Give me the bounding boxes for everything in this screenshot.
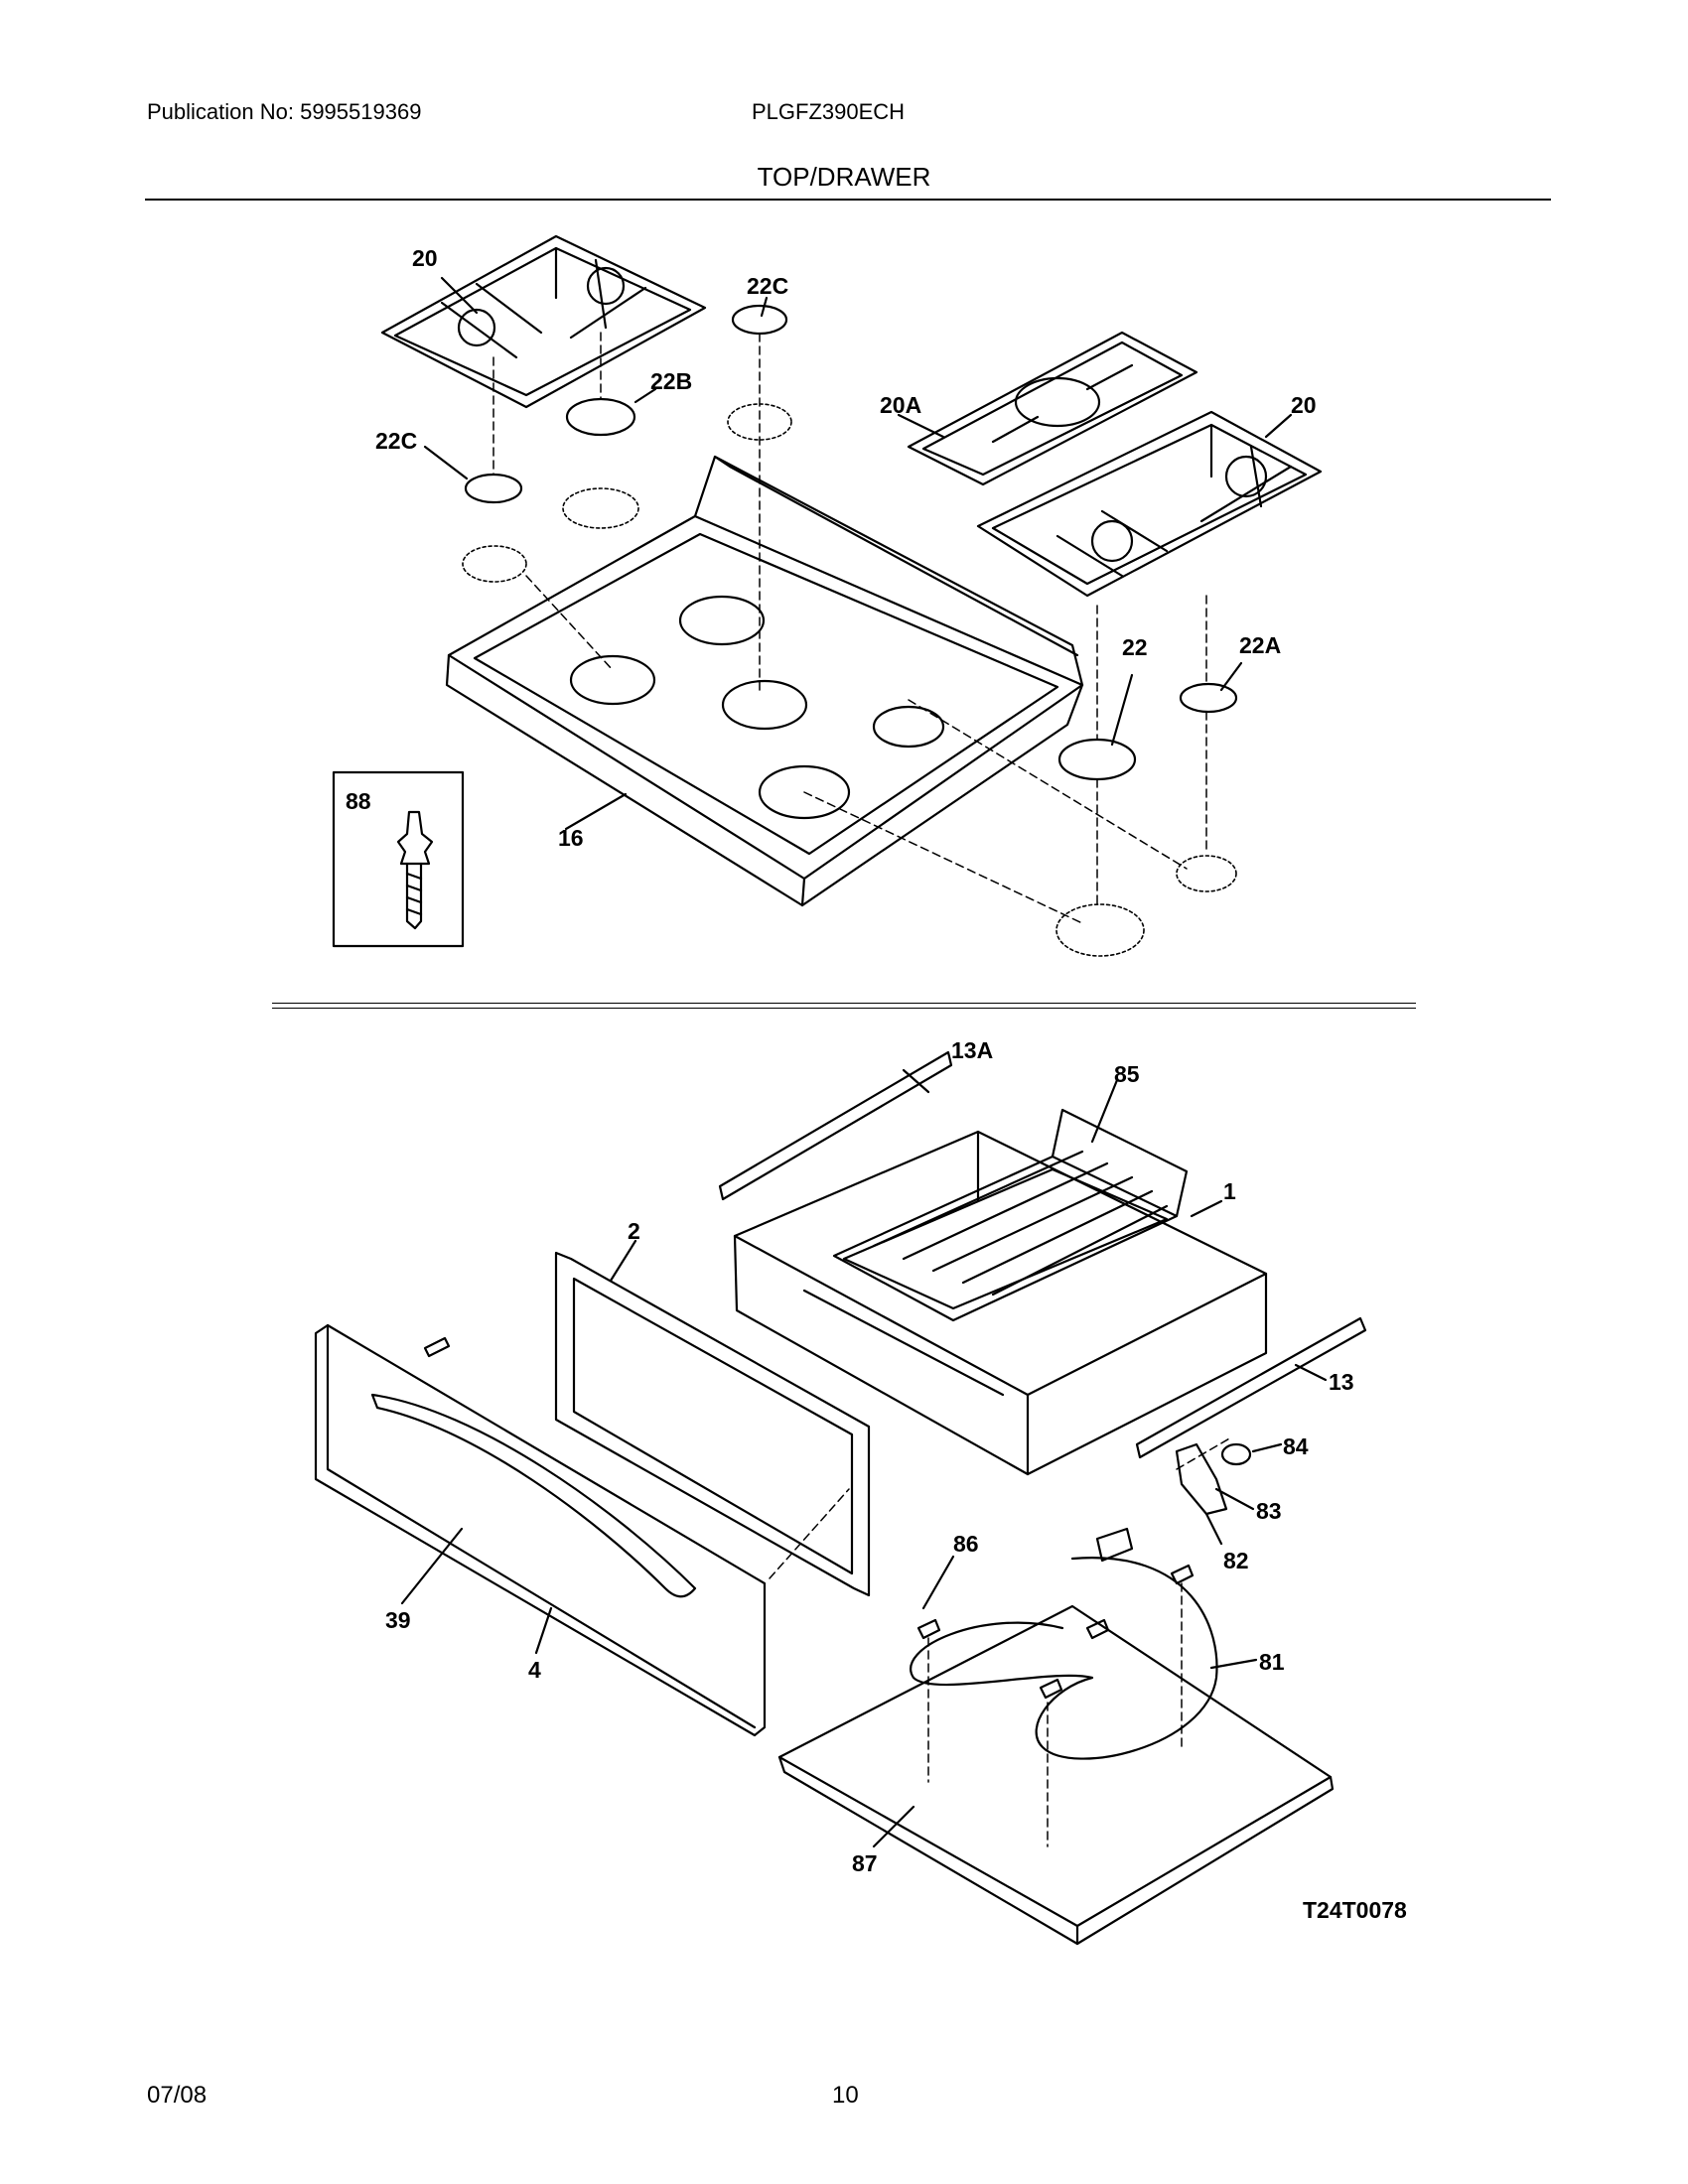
slide-13 [1135, 1316, 1367, 1459]
callout-85: 85 [1114, 1061, 1140, 1087]
callout-22B: 22B [650, 368, 692, 394]
grate-center [907, 331, 1198, 486]
footer-date: 07/08 [147, 2082, 208, 2109]
model-number: PLGFZ390ECH [752, 99, 906, 124]
drawer-body [733, 1130, 1268, 1476]
drawer-handle-39 [370, 1393, 697, 1598]
callout-87: 87 [852, 1850, 878, 1876]
figure-id: T24T0078 [1303, 1897, 1407, 1923]
callout-4: 4 [528, 1657, 541, 1683]
drawer-screw [423, 1336, 451, 1358]
callout-20-right: 20 [1291, 392, 1317, 418]
slide-13A [718, 1050, 953, 1201]
callout-22: 22 [1122, 634, 1148, 660]
callout-88: 88 [346, 788, 371, 814]
callout-20-left: 20 [412, 245, 438, 271]
header-rule [145, 199, 1551, 201]
inset-88-box [332, 770, 465, 948]
burner-cap-22C-rear [731, 304, 788, 336]
callout-39: 39 [385, 1607, 411, 1633]
switch-84 [1220, 1442, 1252, 1466]
heating-element-81 [910, 1557, 1218, 1760]
clip-86b [1085, 1618, 1110, 1640]
callout-20A: 20A [880, 392, 921, 418]
grate-right [976, 410, 1323, 598]
section-title: TOP/DRAWER [757, 162, 931, 192]
publication-number: Publication No: 5995519369 [147, 99, 422, 124]
clip-86d [1039, 1678, 1063, 1700]
callout-13A: 13A [951, 1037, 993, 1063]
burner-cap-22B [565, 397, 636, 437]
callout-2: 2 [628, 1218, 640, 1244]
drawer-front [314, 1323, 767, 1737]
bottom-panel [777, 1604, 1335, 1946]
callout-86: 86 [953, 1531, 979, 1557]
clip-86a [916, 1618, 941, 1640]
callout-82: 82 [1223, 1548, 1249, 1573]
cooktop [445, 455, 1084, 907]
callout-84: 84 [1283, 1433, 1309, 1459]
callout-83: 83 [1256, 1498, 1282, 1524]
screw-88 [396, 810, 434, 930]
callout-22A: 22A [1239, 632, 1281, 658]
burner-cap-22C-left [464, 473, 523, 504]
drawer-rack [832, 1108, 1189, 1322]
callout-81: 81 [1259, 1649, 1285, 1675]
terminal-block [1095, 1527, 1134, 1563]
callout-22C-top: 22C [747, 273, 788, 299]
callout-16: 16 [558, 825, 584, 851]
drawer-frame [554, 1251, 871, 1597]
bracket-82 [1175, 1442, 1228, 1516]
burner-cap-22A [1179, 682, 1238, 714]
callout-13: 13 [1329, 1369, 1354, 1395]
grate-left [380, 234, 707, 409]
page-number: 10 [832, 2082, 859, 2109]
callout-22C-left: 22C [375, 428, 417, 454]
burner-cap-22 [1057, 738, 1137, 781]
section-divider [272, 1003, 1416, 1009]
clip-86c [1170, 1564, 1195, 1585]
callout-1: 1 [1223, 1178, 1236, 1204]
